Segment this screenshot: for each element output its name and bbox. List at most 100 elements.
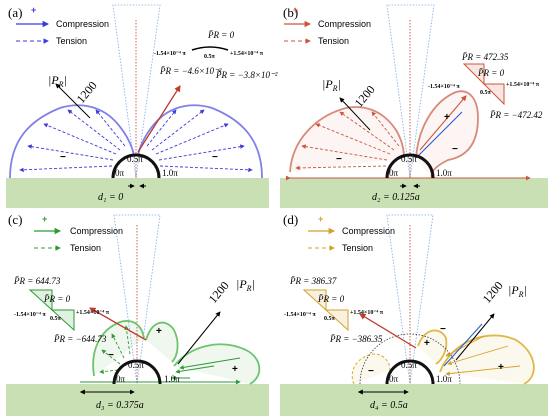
pr-label-b: |PR| [322, 77, 341, 93]
blue-arrow-b [417, 111, 463, 157]
lobe-b-left [289, 106, 405, 173]
magnitude-b: 1200 [352, 83, 378, 110]
cone-d [386, 214, 434, 385]
inset-c-right: +1.54×10⁻⁴ π [76, 310, 110, 316]
arc-c-half: 0.5π [128, 360, 144, 370]
arc-a-0: 0π [115, 168, 125, 178]
inset-d-left: -1.54×10⁻⁴ π [284, 312, 316, 318]
sign-b-plus-right: + [444, 112, 450, 123]
panel-b-label: (b) [283, 5, 298, 20]
lobe-c-left [92, 320, 145, 377]
magnitude-c: 1200 [206, 279, 232, 306]
cone-a [112, 4, 161, 179]
panel-c-label: (c) [8, 212, 22, 227]
legend-d-compression: Compression [342, 226, 395, 236]
inset-a-arc [191, 46, 229, 51]
inset-c-zero: P̄R = 0 [43, 294, 71, 304]
magnitude-d: 1200 [480, 279, 506, 306]
d-label-b: d₂ = 0.125a [372, 192, 420, 203]
legend-b-plus: + [293, 5, 298, 15]
legend-d-plus: + [318, 214, 323, 224]
arc-c [112, 359, 162, 385]
legend-c-plus: + [42, 214, 47, 224]
arc-b [385, 153, 435, 179]
inset-d-top: P̄R = 386.37 [289, 276, 337, 286]
arc-c-1: 1.0π [164, 374, 180, 384]
lobe-c-mid [145, 321, 179, 363]
d-label-d: d₄ = 0.5a [370, 400, 408, 411]
magnitude-arrow-d [455, 313, 495, 361]
inset-b-right: +1.54×10⁻⁴ π [506, 82, 540, 88]
arc-a [111, 153, 161, 179]
d-label-c: d₃ = 0.375a [96, 400, 144, 411]
inset-a-pbar-left: P̄R = −4.6×10⁻² [159, 66, 222, 76]
inset-a-left: -1.54×10⁻⁴ π [154, 51, 186, 57]
panel-a-label: (a) [8, 5, 22, 20]
legend-a-plus: + [31, 5, 36, 15]
inset-a-right: +1.54×10⁻⁴ π [230, 51, 264, 57]
tension-arrows-b [295, 111, 400, 171]
inset-b-bottom: P̄R = −472.42 [489, 110, 543, 120]
compression-arrows-c [171, 357, 241, 381]
inset-b-box-top [462, 63, 485, 86]
panel-a: (a) + Compression Tension − − 1200 |P [6, 4, 278, 208]
sign-d-minus-left: − [368, 366, 374, 377]
inset-d-right: +1.54×10⁻⁴ π [350, 310, 384, 316]
inset-d-box-bot [324, 309, 349, 332]
sign-c-minus: − [108, 350, 114, 361]
inset-a-zero: P̄R = 0 [207, 30, 235, 40]
inset-d-mid: 0.5π [324, 316, 336, 322]
legend-a-compression: Compression [56, 19, 109, 29]
sign-b-minus-right: − [452, 144, 458, 155]
inset-b-top: P̄R = 472.35 [461, 52, 509, 62]
lobe-c-right [173, 343, 261, 385]
arc-a-half: 0.5π [127, 154, 143, 164]
inset-d-zero: P̄R = 0 [317, 294, 345, 304]
blue-arrow-d [443, 323, 483, 367]
inset-c-box-bot [50, 309, 75, 332]
resultant-d [359, 313, 417, 349]
panel-b: (b) + Compression Tension − + − 1200 |PR… [280, 4, 548, 208]
legend-a-tension: Tension [56, 36, 87, 46]
sign-d-plus-mid: + [424, 338, 430, 349]
tension-arrows-c [99, 325, 131, 374]
d-label-a: d₁ = 0 [98, 192, 123, 203]
cone-c [113, 214, 161, 385]
inset-c-box-top [28, 289, 53, 312]
inset-c-bottom: P̄R = −644.73 [53, 334, 107, 344]
compression-b-arrow [419, 95, 467, 151]
legend-c-tension: Tension [70, 243, 101, 253]
cone-b [386, 4, 435, 179]
inset-a-pbar-right: P̄R = −3.8×10⁻² [215, 70, 278, 80]
arc-a-1: 1.0π [162, 168, 178, 178]
lobe-d-right [439, 334, 535, 385]
legend-b-compression: Compression [318, 19, 371, 29]
lobe-b-right [415, 90, 479, 179]
sign-a-minus-left: − [60, 152, 66, 163]
magnitude-arrow-b [339, 97, 371, 131]
inset-b-mid: 0.5π [480, 90, 492, 96]
pr-label-a: |PR| [48, 73, 67, 89]
legend-b-tension: Tension [318, 36, 349, 46]
resultant-a [137, 85, 181, 153]
arc-d-0: 0π [389, 374, 399, 384]
arc-c-0: 0π [116, 374, 126, 384]
inset-d-bottom: P̄R = −386.35 [329, 334, 383, 344]
ground-a [6, 178, 269, 208]
inset-c-left: -1.54×10⁻⁴ π [14, 312, 46, 318]
resultant-c [89, 307, 147, 341]
magnitude-arrow-a [55, 83, 91, 119]
pr-label-d: |PR| [508, 283, 527, 299]
panel-d-label: (d) [283, 212, 298, 227]
sign-b-minus-left: − [336, 154, 342, 165]
inset-c-top: P̄R = 644.73 [13, 276, 61, 286]
inset-b-box-bot [482, 83, 505, 106]
inset-b-left: -1.54×10⁻⁴ π [428, 84, 460, 90]
inset-b-zero: P̄R = 0 [477, 68, 505, 78]
sign-d-minus-mid: − [440, 324, 446, 335]
magnitude-a: 1200 [74, 79, 100, 106]
arc-b-half: 0.5π [401, 154, 417, 164]
lobe-a-left [9, 104, 135, 179]
legend-c-compression: Compression [70, 226, 123, 236]
